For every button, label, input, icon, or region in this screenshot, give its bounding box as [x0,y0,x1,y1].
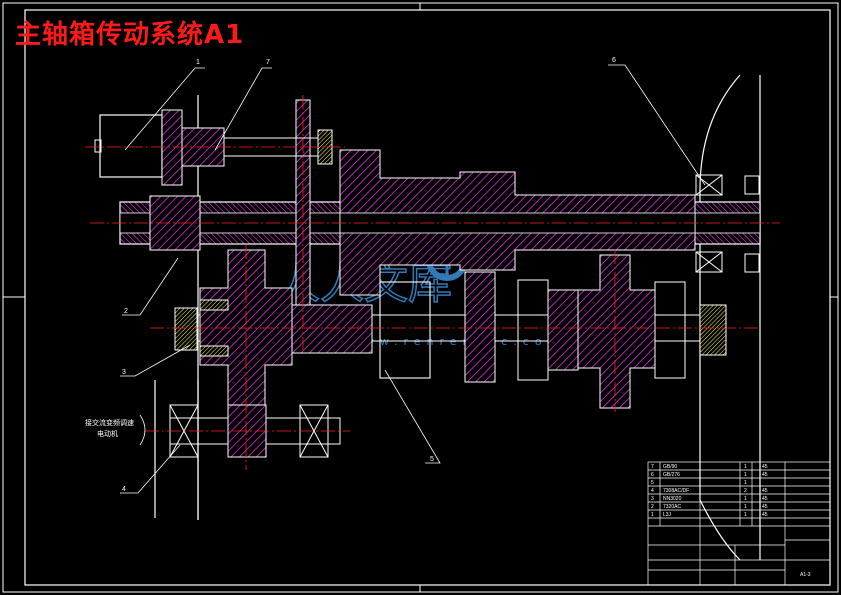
title-block-cell-code: GB/276 [663,472,680,478]
motor-note: 接交流变频调速 电动机 [85,414,146,446]
title-block-cell-qty: 1 [744,464,747,470]
title-block [647,461,831,586]
leader-lines [120,64,706,494]
motor-note-line-2: 电动机 [97,429,118,438]
drawing-number: A1-3 [800,572,811,578]
title-block-cell-code: 7308AC/DF [663,488,689,494]
countershaft [174,249,727,409]
callout-1: 1 [196,59,200,66]
title-block-cell-qty: 1 [744,480,747,486]
callout-5: 5 [430,456,434,463]
callout-6: 6 [612,57,616,64]
title-block-cell-qty: 2 [744,488,747,494]
title-block-cell-code: GB/90 [663,464,677,470]
title-block-cell-no: 6 [651,472,654,478]
title-block-cell-mat: 45 [762,488,768,494]
title-block-cell-no: 5 [651,480,654,486]
title-block-cell-code: NN3020 [663,496,682,502]
callout-7: 7 [266,59,270,66]
title-block-cell-qty: 1 [744,472,747,478]
callout-labels: 1 7 6 2 3 4 5 [122,57,616,493]
callout-2: 2 [124,308,128,315]
title-block-cell-no: 1 [651,512,654,518]
title-block-cell-mat: 45 [762,504,768,510]
title-block-text: 7 GB/90 1 45 6 GB/276 1 45 5 1 4 7308AC/DF 2 45 3 NN302… [651,464,768,518]
title-block-cell-mat: 45 [762,496,768,502]
title-block-cell-no: 7 [651,464,654,470]
title-block-cell-code: 7320AC [663,504,681,510]
title-block-cell-mat: 45 [762,512,768,518]
title-block-cell-code: L3J [663,512,672,518]
page-title: 主轴箱传动系统A1 [15,20,245,50]
title-block-cell-qty: 1 [744,504,747,510]
title-block-cell-no: 4 [651,488,654,494]
title-block-cell-no: 2 [651,504,654,510]
title-block-cell-qty: 1 [744,496,747,502]
centerlines [85,95,780,470]
title-block-cell-no: 3 [651,496,654,502]
motor-note-line-1: 接交流变频调速 [85,418,134,427]
title-block-cell-mat: 45 [762,472,768,478]
title-block-cell-mat: 45 [762,464,768,470]
callout-4: 4 [122,486,126,493]
title-block-cell-qty: 1 [744,512,747,518]
callout-3: 3 [122,369,126,376]
